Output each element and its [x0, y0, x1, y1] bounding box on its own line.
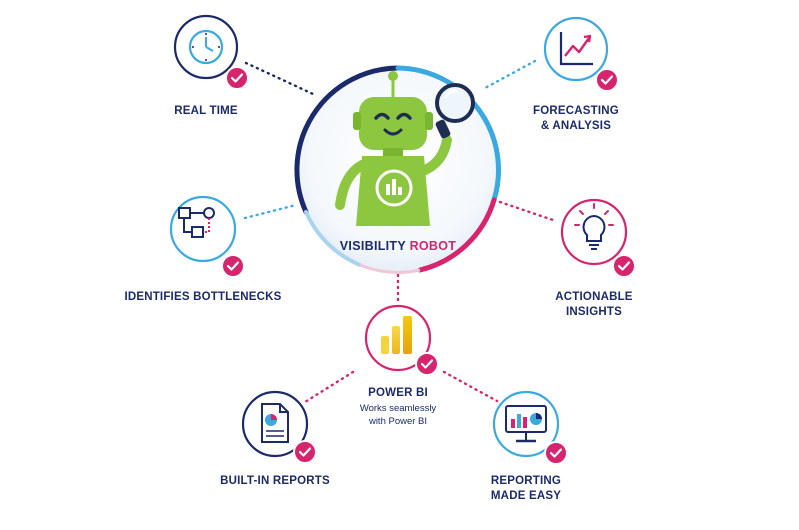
growth-chart-icon [559, 32, 593, 66]
center-ring-light [304, 210, 362, 267]
connector-forecasting [483, 59, 537, 90]
monitor-chart-icon [505, 405, 547, 443]
power-bi-desc-line2: with Power BI [368, 416, 428, 427]
connectors [243, 59, 555, 404]
connector-insights [498, 200, 555, 222]
label-forecasting: FORECASTING & ANALYSIS [526, 104, 626, 134]
center-title: VISIBILITY ROBOT [336, 239, 460, 253]
label-reporting-line2: MADE EASY [490, 490, 562, 502]
report-document-icon [261, 403, 289, 443]
label-reporting-line1: REPORTING [490, 475, 562, 487]
label-insights-line1: ACTIONABLE [555, 291, 633, 303]
feature-insights [560, 198, 636, 278]
check-badge-icon [293, 440, 317, 464]
check-badge-icon [415, 352, 439, 376]
power-bi-desc-line1: Works seamlessly [359, 403, 437, 414]
label-real-time: REAL TIME [174, 105, 238, 117]
feature-reports [241, 390, 317, 464]
label-forecasting-line1: FORECASTING [533, 105, 619, 117]
connector-reporting [442, 370, 499, 403]
check-badge-icon [612, 254, 636, 278]
feature-power-bi [364, 304, 439, 376]
center-ring-navy [294, 65, 401, 215]
flowchart-icon [178, 207, 215, 238]
label-insights-line2: INSIGHTS [566, 306, 622, 318]
center-ring-pale [359, 263, 421, 274]
label-insights: ACTIONABLE INSIGHTS [544, 290, 644, 320]
label-power-bi: POWER BI [368, 387, 428, 399]
feature-bottlenecks [169, 195, 245, 278]
robot-icon [335, 71, 475, 226]
connector-reports [303, 370, 355, 404]
feature-forecasting [543, 16, 619, 92]
label-reports: BUILT-IN REPORTS [220, 475, 330, 487]
power-bi-description: Works seamlessly with Power BI [338, 402, 458, 428]
center-ring-sky [395, 65, 501, 203]
clock-icon [188, 29, 224, 65]
check-badge-icon [221, 254, 245, 278]
label-reporting: REPORTING MADE EASY [476, 474, 576, 504]
connector-bottlenecks [243, 203, 298, 220]
label-bottlenecks: IDENTIFIES BOTTLENECKS [124, 291, 282, 303]
check-badge-icon [544, 441, 568, 465]
check-badge-icon [225, 66, 249, 90]
power-bi-logo-icon [381, 316, 412, 354]
lightbulb-icon [574, 203, 614, 250]
check-badge-icon [595, 68, 619, 92]
feature-reporting [492, 390, 568, 465]
center-ring-magenta [417, 197, 497, 273]
connector-real-time [244, 61, 315, 96]
center-title-main: VISIBILITY [339, 239, 406, 253]
label-forecasting-line2: & ANALYSIS [540, 120, 612, 132]
center-title-accent: ROBOT [409, 239, 457, 253]
feature-real-time [173, 14, 249, 90]
